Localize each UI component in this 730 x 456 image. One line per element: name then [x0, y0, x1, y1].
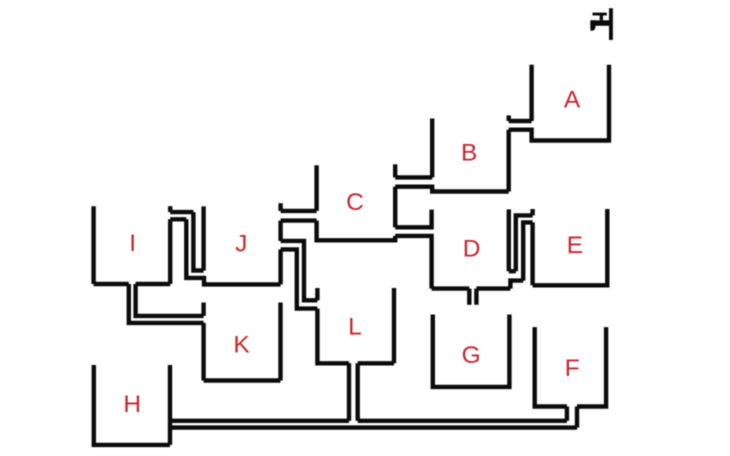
svg-text:I: I — [129, 230, 136, 257]
svg-text:E: E — [567, 232, 583, 259]
svg-text:L: L — [348, 314, 362, 341]
svg-text:B: B — [461, 140, 477, 167]
svg-text:A: A — [564, 87, 581, 114]
svg-text:D: D — [463, 236, 481, 263]
svg-text:H: H — [123, 391, 141, 418]
svg-text:G: G — [462, 342, 481, 369]
svg-text:J: J — [235, 231, 247, 258]
svg-text:C: C — [346, 189, 364, 216]
svg-text:F: F — [565, 355, 580, 382]
svg-text:K: K — [233, 332, 250, 359]
